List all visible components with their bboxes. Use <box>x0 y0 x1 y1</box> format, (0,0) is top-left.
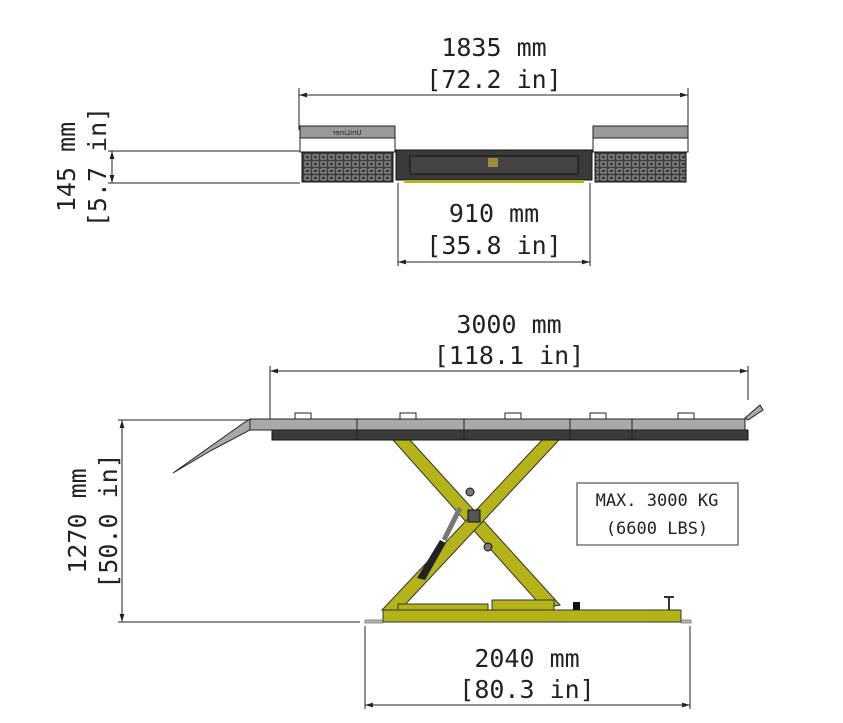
brand-logo: UniLiner <box>332 129 361 137</box>
dimension-base-length: 2040 mm [80.3 in] <box>364 626 691 709</box>
base-mm-label: 2040 mm <box>474 644 579 673</box>
capacity-label-box: MAX. 3000 KG (6600 LBS) <box>576 482 739 546</box>
dimension-top-height: 145 mm [5.7 in] <box>52 107 300 227</box>
dimension-lift-height: 1270 mm [50.0 in] <box>63 419 360 623</box>
inner-in-label: [35.8 in] <box>426 231 561 260</box>
capacity-lbs: (6600 LBS) <box>606 519 708 539</box>
dimension-overall-width: 1835 mm [72.2 in] <box>298 33 689 130</box>
length-in-label: [118.1 in] <box>434 341 585 370</box>
height-mm-label: 145 mm <box>52 122 81 212</box>
right-ramp <box>744 404 764 421</box>
center-beam <box>395 149 593 183</box>
lift-height-in-label: [50.0 in] <box>94 453 123 588</box>
capacity-kg: MAX. 3000 KG <box>596 491 719 511</box>
length-mm-label: 3000 mm <box>456 310 561 339</box>
side-view: 3000 mm [118.1 in] <box>63 310 764 709</box>
right-end-block <box>592 125 689 183</box>
top-view: 1835 mm [72.2 in] UniLiner 14 <box>52 33 689 266</box>
width-in-label: [72.2 in] <box>426 65 561 94</box>
platform <box>172 404 764 474</box>
lift-height-mm-label: 1270 mm <box>63 468 92 573</box>
base-in-label: [80.3 in] <box>459 675 594 704</box>
scissor-mechanism <box>380 439 561 611</box>
dimension-length: 3000 mm [118.1 in] <box>269 310 749 420</box>
base-frame <box>364 596 692 624</box>
width-mm-label: 1835 mm <box>441 33 546 62</box>
dimension-inner-width: 910 mm [35.8 in] <box>397 183 591 266</box>
left-ramp <box>172 418 251 474</box>
left-end-block: UniLiner <box>299 125 396 183</box>
inner-mm-label: 910 mm <box>449 199 539 228</box>
height-in-label: [5.7 in] <box>83 107 112 227</box>
